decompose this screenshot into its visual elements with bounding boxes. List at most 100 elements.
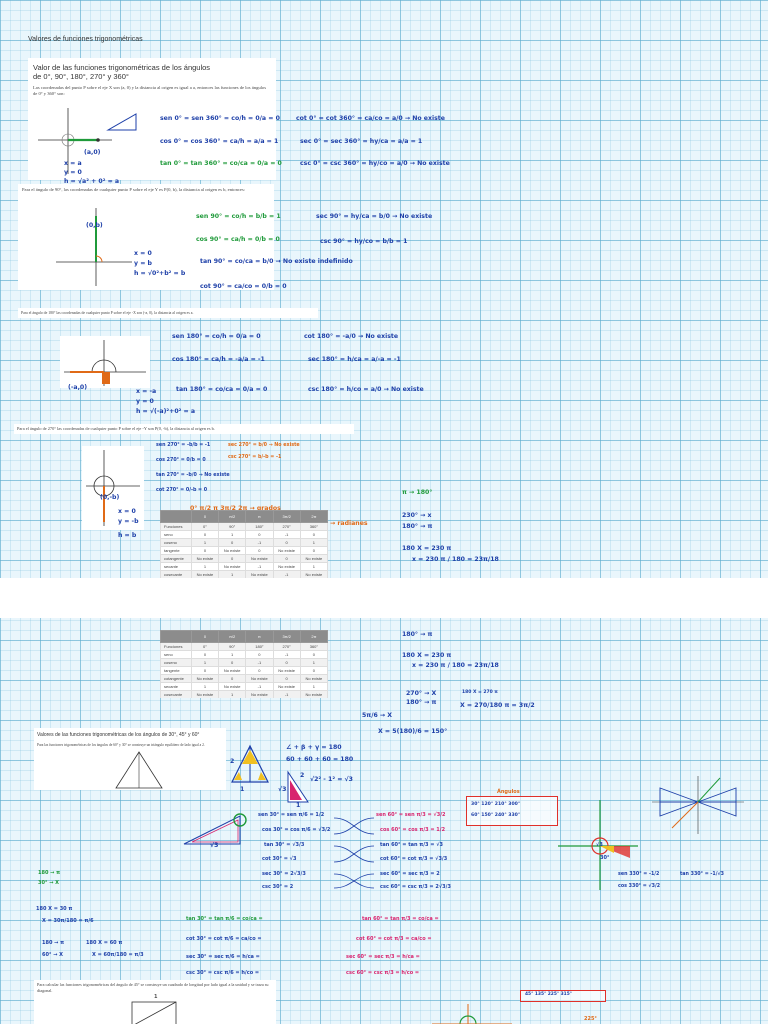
table-cell: 270°	[272, 522, 301, 531]
hw-sin60: sen 60° = sen π/3 = √3/2	[376, 812, 446, 818]
table-cell: -1	[272, 570, 301, 578]
hw-tri-half-1: 1	[240, 786, 245, 793]
hw-coords-0-negb: (0,-b)	[100, 494, 120, 501]
hw-conv30-2: 30° → X	[38, 880, 59, 886]
table-header-cell: 0	[190, 510, 220, 523]
hw-pythag: √2² - 1² = √3	[310, 776, 353, 783]
hw-tri-side-2: 2	[230, 758, 235, 765]
table-cell: 0	[190, 546, 220, 555]
hw-tan90: tan 90° = co/ca = b/0 → No existe indefi…	[200, 258, 353, 265]
half-triangle-sketch	[287, 770, 309, 803]
hw-sqrt3-base: √3	[210, 842, 219, 849]
table-cell: No existe	[299, 570, 328, 578]
unit-circle-0-diagram	[38, 108, 112, 174]
table-cell: No existe	[272, 562, 301, 571]
unit-circle-330-diagram	[558, 800, 638, 890]
table-cell: No existe	[190, 674, 220, 683]
section-30-45-60-card: Valores de las funciones trigonométricas…	[34, 728, 226, 790]
table-cell: No existe	[272, 546, 301, 555]
table-cell: 0	[190, 666, 220, 675]
hw-h-eq-90: h = √0²+b² = b	[134, 270, 186, 277]
table-cell: No existe	[245, 690, 274, 698]
hw-half-height-sqrt3: √3	[278, 786, 287, 793]
section-270-card: Para el ángulo de 270° las coordenadas d…	[14, 424, 354, 434]
table-cell: No existe	[299, 674, 328, 683]
hw-angles-60: 60 + 60 + 60 = 180	[286, 756, 354, 763]
hw-coords-0b: (0,b)	[86, 222, 103, 229]
hw-conv-a3: 180 X = 230 π	[402, 545, 452, 552]
table-cell: Funciones	[160, 642, 192, 651]
hw-csc0: csc 0° = csc 360° = hy/co = a/0 → No exi…	[300, 160, 450, 167]
table-cell: 0	[245, 530, 274, 539]
table-cell: No existe	[299, 554, 328, 563]
table-cell: secante	[160, 562, 192, 571]
hw-radianes: → radianes	[330, 520, 368, 527]
hw-x-eq-90: x = 0	[134, 250, 152, 257]
hw-cot60: cot 60° = cot π/3 = √3/3	[380, 856, 448, 862]
angles-box: Ángulos 30° 120° 210° 300° 60° 150° 240°…	[466, 789, 558, 826]
hw-conv-b2: 180° → π	[406, 699, 437, 706]
hw-tan30-b: tan 30° = tan π/6 = co/ca =	[186, 916, 263, 922]
table-cell: 0	[299, 546, 328, 555]
hw-tan0: tan 0° = tan 360° = co/ca = 0/a = 0	[160, 160, 282, 167]
hw-sin180: sen 180° = co/h = 0/a = 0	[172, 333, 261, 340]
hw-csc180: csc 180° = h/co = a/0 → No existe	[308, 386, 424, 393]
angles-45-box: 45° 135° 225° 315°	[520, 990, 606, 1002]
table-cell: 0	[190, 530, 220, 539]
table-cell: -1	[245, 658, 274, 667]
table-cell: tangente	[160, 666, 192, 675]
table-cell: 0	[272, 554, 301, 563]
table-cell: coseno	[160, 658, 192, 667]
table-cell: No existe	[190, 554, 220, 563]
hw-half-base-1: 1	[296, 802, 301, 809]
table-header-cell: 2π	[299, 630, 328, 643]
table-cell: 180°	[245, 642, 274, 651]
hw-sin270: sen 270° = -b/b = -1	[156, 443, 211, 448]
hw-h-eq-270: h = b	[118, 532, 137, 539]
table-cell: cotangente	[160, 554, 192, 563]
table-header-cell	[160, 630, 192, 643]
angles-box-row1: 30° 120° 210° 300°	[471, 802, 521, 807]
table-cell: -1	[272, 650, 301, 659]
hw-cot270: cot 270° = 0/-b = 0	[156, 488, 208, 493]
hw-degrees-row: 0° π/2 π 3π/2 2π → grados	[190, 505, 281, 512]
table-cell: 0	[299, 530, 328, 539]
table-cell: 0	[299, 666, 328, 675]
hw-cos330: cos 330° = √3/2	[618, 884, 661, 889]
hw-sec60-b: sec 60° = sec π/3 = h/ca =	[346, 954, 420, 960]
page-title: Valores de funciones trigonométricas	[28, 36, 143, 43]
hw-cot30-b: cot 30° = cot π/6 = ca/co =	[186, 936, 262, 942]
table-cell: 1	[190, 562, 220, 571]
table-cell: 1	[299, 538, 328, 547]
table-cell: No existe	[272, 666, 301, 675]
hw-conv-a4: x = 230 π / 180 = 23π/18	[412, 556, 499, 563]
hw-sqrt3-circle: √3	[596, 842, 603, 848]
axes-90-diagram	[56, 208, 132, 286]
hw-tan60-b: tan 60° = tan π/3 = co/ca =	[362, 916, 439, 922]
hw-half-side-2: 2	[300, 772, 305, 779]
hw-csc30: csc 30° = 2	[262, 884, 294, 890]
hw-cot60-b: cot 60° = cot π/3 = ca/co =	[356, 936, 432, 942]
hw-conv-a2-p2: 180° → π	[402, 631, 433, 638]
hw-x-eq-270: x = 0	[118, 508, 136, 515]
table-cell: tangente	[160, 546, 192, 555]
hw-conv60-4: X = 60π/180 = π/3	[92, 952, 144, 958]
hw-sec30: sec 30° = 2√3/3	[262, 871, 306, 877]
table-cell: No existe	[190, 570, 220, 578]
hw-tan180: tan 180° = co/ca = 0/a = 0	[176, 386, 268, 393]
table-cell: 1	[190, 538, 220, 547]
table-cell: 0	[272, 674, 301, 683]
hw-sec60: sec 60° = sec π/3 = 2	[380, 871, 440, 877]
hw-tan270: tan 270° = -b/0 → No existe	[156, 473, 230, 478]
hw-conv60-3: 180 X = 60 π	[86, 940, 123, 946]
table-cell: -1	[245, 562, 274, 571]
table-header-cell: π/2	[218, 510, 247, 523]
hw-conv-a4-p2: x = 230 π / 180 = 23π/18	[412, 662, 499, 669]
